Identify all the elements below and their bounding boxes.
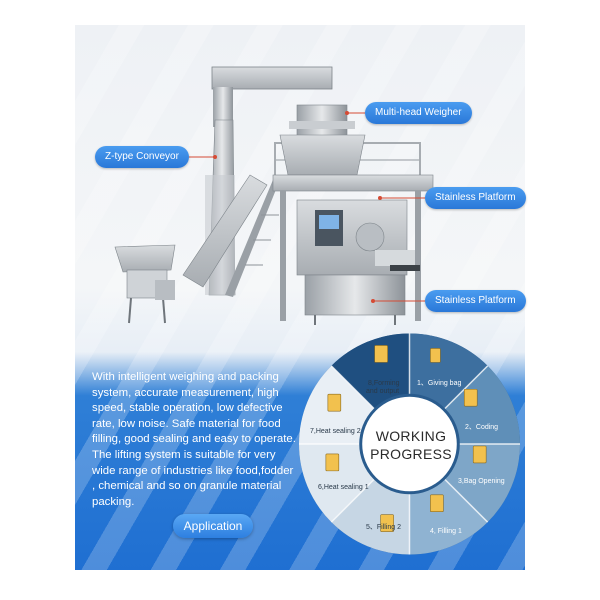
description-line: , chemical and so on granule material — [92, 480, 282, 493]
description-line: The lifting system is suitable for very — [92, 448, 276, 461]
description-line: wide range of industries like food,fodde… — [92, 464, 294, 477]
description-line: rate, low noise. Safe material for food — [92, 417, 281, 430]
application-button[interactable]: Application — [173, 514, 253, 538]
packing-machine-image — [114, 66, 434, 325]
z-type-conveyor-label: Z-type Conveyor — [95, 146, 189, 168]
step-4-label: 4, Filling 1 — [430, 528, 462, 535]
step-5-label: 5、Filling 2 — [366, 524, 402, 531]
step-1-label: 1、Giving bag — [417, 380, 462, 387]
description-line: With intelligent weighing and packing — [92, 371, 279, 383]
description-line: packing. — [92, 495, 135, 508]
pouch-icon — [325, 345, 487, 532]
step-3-label: 3,Bag Opening — [458, 478, 505, 485]
step-7-label: 7,Heat sealing 2 — [310, 428, 361, 435]
title-line-1: WORKING — [375, 428, 447, 444]
multihead-weigher-label: Multi-head Weigher — [365, 102, 472, 124]
step-8-label-line-1: 8,Forming — [368, 380, 400, 387]
stainless-platform-label-1: Stainless Platform — [425, 187, 526, 209]
working-progress-title: WORKING PROGRESS — [361, 427, 461, 463]
wheel-center-circle — [359, 393, 460, 495]
step-8-label-line-2: and output — [366, 388, 400, 395]
description-text: With intelligent weighing and packing sy… — [92, 370, 302, 510]
description-line: system, accurate measurement, high — [92, 386, 279, 399]
description-line: filling, good sealing and easy to operat… — [92, 433, 296, 446]
title-line-2: PROGRESS — [370, 446, 452, 462]
stainless-platform-label-2: Stainless Platform — [425, 290, 526, 312]
step-6-label: 6,Heat sealing 1 — [318, 484, 369, 491]
working-progress-wheel — [298, 333, 521, 555]
description-line: speed, stable operation, low defective — [92, 402, 283, 415]
step-2-label: 2、Coding — [465, 424, 499, 431]
